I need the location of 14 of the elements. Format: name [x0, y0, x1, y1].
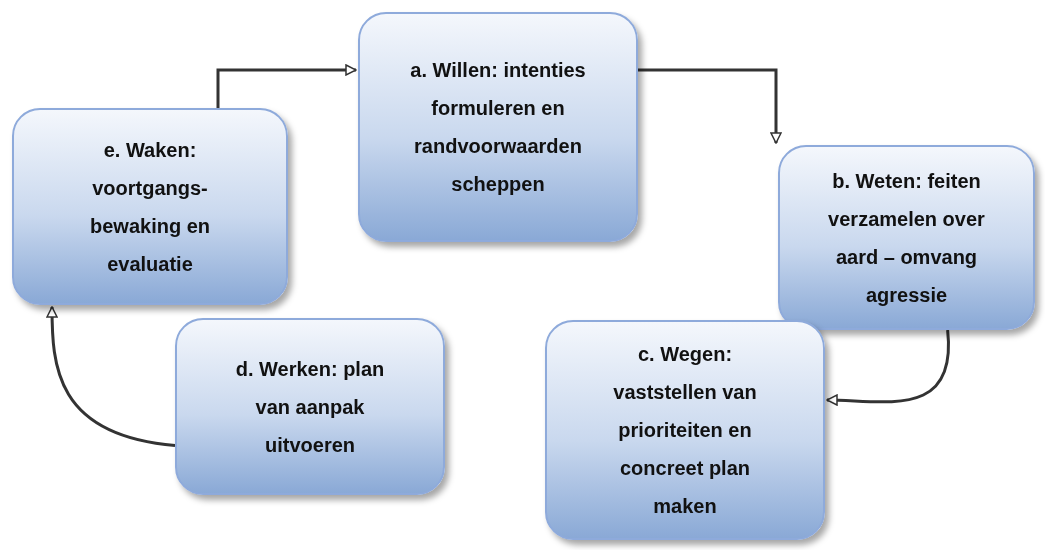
step-text: d. Werken: plan van aanpak uitvoeren — [234, 356, 386, 458]
process-box — [358, 12, 638, 242]
arrow — [638, 68, 782, 144]
process-box — [12, 108, 288, 305]
arrow — [826, 329, 950, 406]
step-text: b. Weten: feiten verzamelen over aard – omvang agressie — [827, 168, 986, 308]
arrow — [46, 306, 176, 447]
step-text: e. Waken: voortgangs-bewaking en evaluatie — [89, 137, 211, 277]
step-text: c. Wegen: vaststellen van prioriteiten en concreet plan maken — [612, 342, 758, 519]
process-box — [778, 145, 1035, 330]
process-box — [175, 318, 445, 495]
step-text: a. Willen: intenties formuleren en randvoorwaarden scheppen — [409, 58, 587, 197]
process-box — [545, 320, 825, 540]
arrow — [216, 64, 357, 108]
